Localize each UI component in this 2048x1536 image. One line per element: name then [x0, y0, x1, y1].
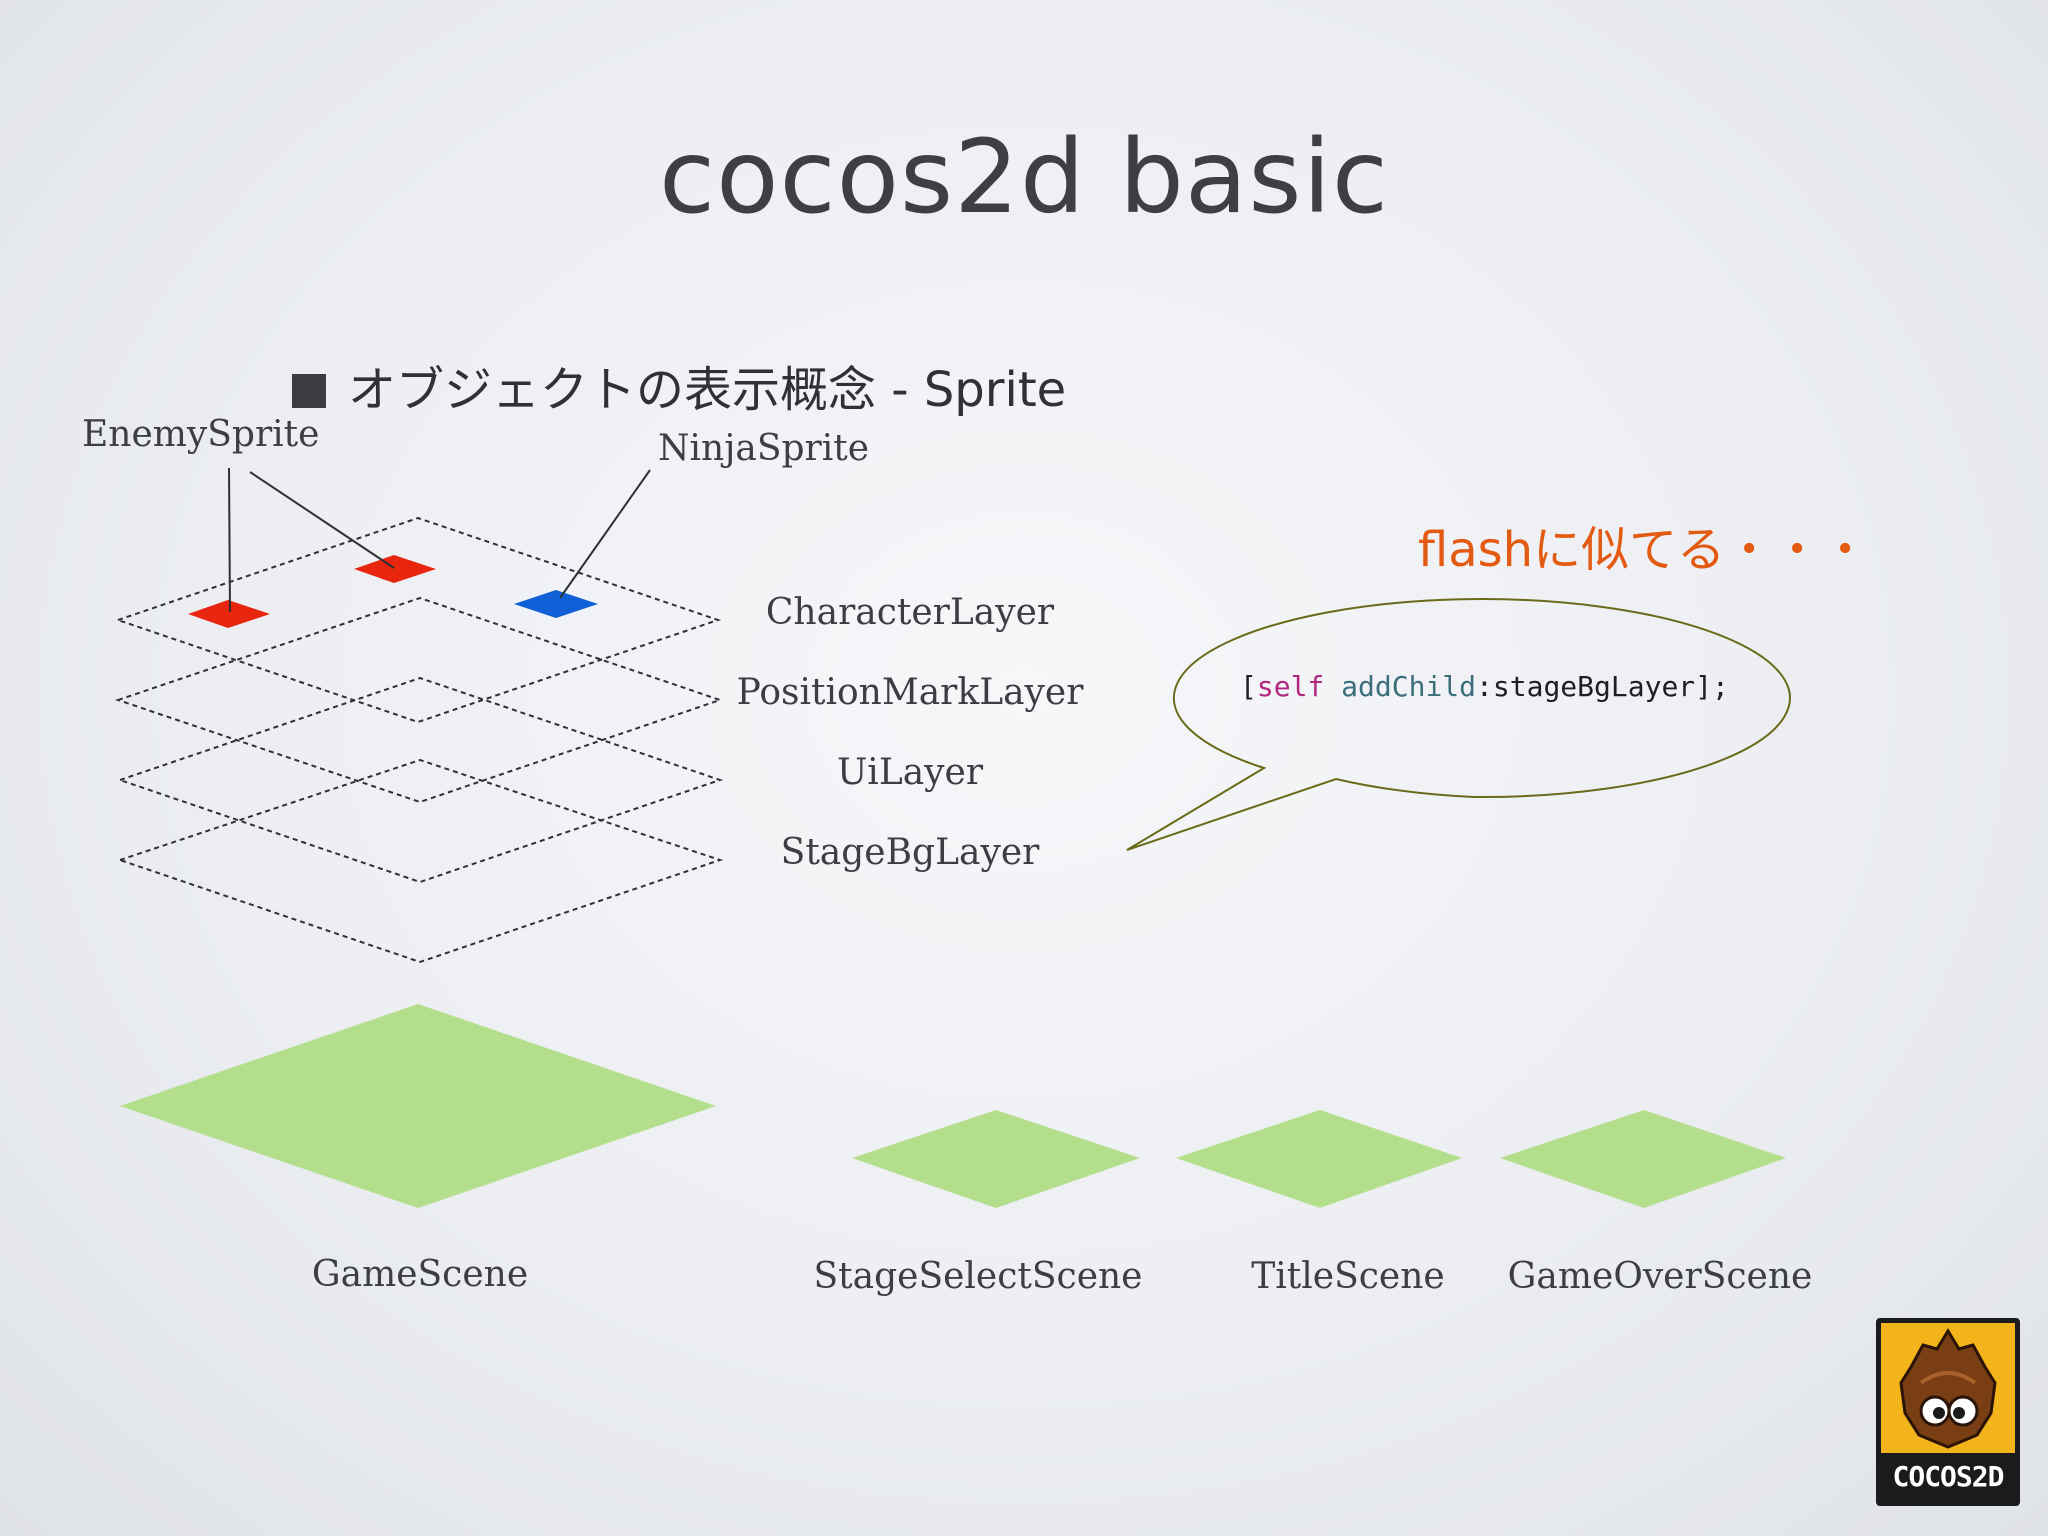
titlescene-label: TitleScene: [1251, 1256, 1445, 1297]
code-method: addChild: [1341, 670, 1477, 703]
ninja-sprite: [514, 590, 598, 618]
enemy-sprite-2: [354, 555, 436, 583]
character-layer-plane: [114, 516, 722, 724]
code-snippet: [self addChild:stageBgLayer];: [1240, 670, 1729, 703]
code-open: [: [1240, 670, 1257, 703]
stagebg-layer-label: StageBgLayer: [780, 832, 1040, 873]
character-layer-label: CharacterLayer: [765, 592, 1055, 633]
enemy-sprite-label: EnemySprite: [82, 414, 320, 455]
speech-bubble: [1126, 598, 1791, 851]
ui-layer-label: UiLayer: [836, 752, 984, 793]
code-keyword: self: [1256, 670, 1325, 703]
logo-text: COCOS2D: [1881, 1453, 2015, 1501]
ui-layer-plane: [116, 676, 724, 884]
code-rest: :stageBgLayer];: [1476, 670, 1729, 703]
positionmark-layer-label: PositionMarkLayer: [736, 672, 1084, 713]
cocos2d-logo: COCOS2D: [1876, 1318, 2020, 1506]
bullet-square-icon: [292, 374, 326, 408]
stagebg-layer-plane: [116, 758, 724, 964]
enemy-pointer-line-1: [228, 467, 231, 613]
stageselectscene-label: StageSelectScene: [813, 1256, 1143, 1297]
coconut-mascot-icon: [1899, 1328, 1997, 1449]
gamescene-shape: [120, 1004, 716, 1208]
positionmark-layer-plane: [114, 596, 724, 804]
ninja-pointer-line: [559, 469, 651, 599]
titlescene-shape: [1176, 1110, 1462, 1208]
gamescene-label: GameScene: [311, 1254, 529, 1295]
flash-note: flashに似てる・・・: [1418, 522, 1870, 578]
slide-title: cocos2d basic: [659, 118, 1389, 237]
enemy-pointer-line-2: [249, 471, 395, 569]
bullet-point: オブジェクトの表示概念 - Sprite: [292, 350, 1066, 420]
bullet-text: オブジェクトの表示概念 - Sprite: [348, 362, 1067, 418]
gameoverscene-label: GameOverScene: [1507, 1256, 1813, 1297]
enemy-sprite-1: [188, 600, 270, 628]
stageselectscene-shape: [852, 1110, 1140, 1208]
ninja-sprite-label: NinjaSprite: [658, 428, 870, 469]
gameoverscene-shape: [1500, 1110, 1786, 1208]
